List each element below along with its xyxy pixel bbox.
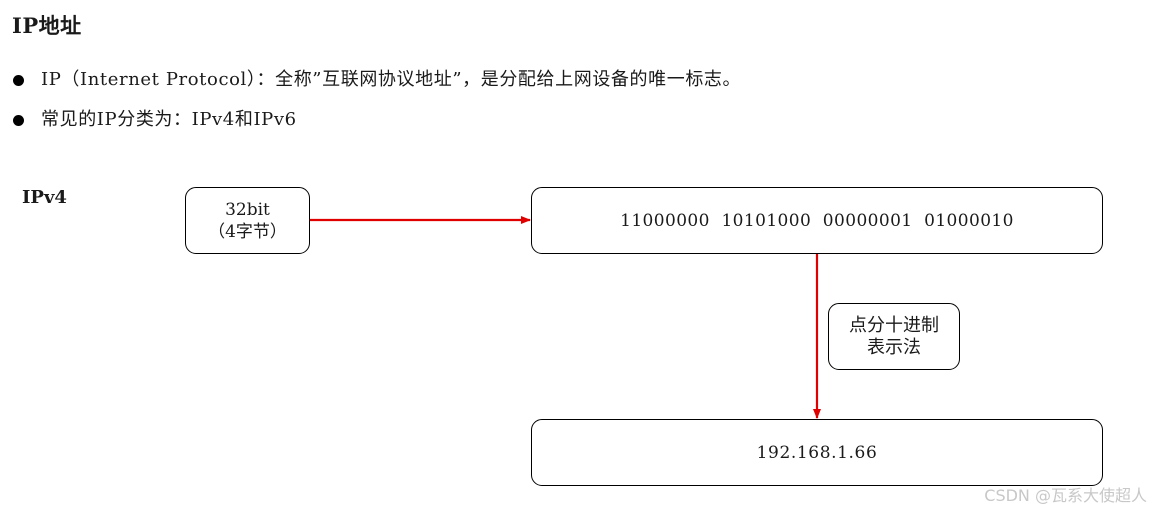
notation-box: 点分十进制 表示法 xyxy=(828,303,960,370)
decimal-address-text: 192.168.1.66 xyxy=(756,442,878,463)
notation-line1: 点分十进制 xyxy=(849,314,939,336)
bullet-dot-icon xyxy=(13,75,24,86)
bit-length-box: 32bit （4字节） xyxy=(185,187,310,254)
bit-length-text: 32bit xyxy=(225,199,270,220)
binary-address-text: 11000000 10101000 00000001 01000010 xyxy=(620,210,1014,231)
page-title: IP地址 xyxy=(12,13,82,38)
byte-length-text: （4字节） xyxy=(208,221,287,242)
bullet-dot-icon xyxy=(13,115,24,126)
bullet-text: IP（Internet Protocol）：全称”互联网协议地址”，是分配给上网… xyxy=(41,69,742,90)
bullet-list: IP（Internet Protocol）：全称”互联网协议地址”，是分配给上网… xyxy=(12,66,741,146)
notation-line2: 表示法 xyxy=(867,336,921,358)
bullet-text: 常见的IP分类为：IPv4和IPv6 xyxy=(41,109,297,130)
decimal-address-box: 192.168.1.66 xyxy=(531,419,1103,486)
bullet-item: 常见的IP分类为：IPv4和IPv6 xyxy=(12,106,741,146)
binary-address-box: 11000000 10101000 00000001 01000010 xyxy=(531,187,1103,254)
bullet-item: IP（Internet Protocol）：全称”互联网协议地址”，是分配给上网… xyxy=(12,66,741,106)
ipv4-label: IPv4 xyxy=(22,187,67,208)
watermark: CSDN @瓦系大使超人 xyxy=(984,486,1147,505)
